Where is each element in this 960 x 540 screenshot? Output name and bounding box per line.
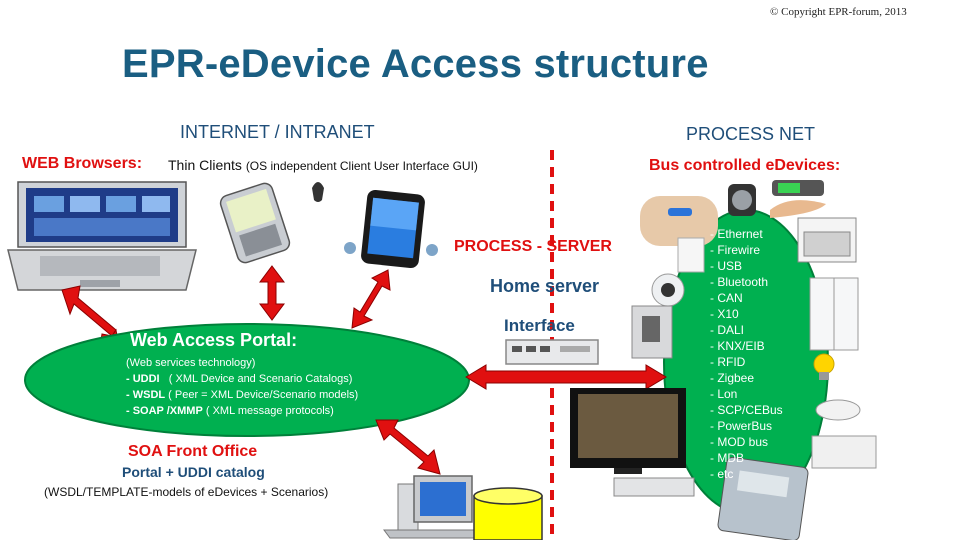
list-item: - Lon [710, 387, 738, 401]
thin-clients-detail: (OS independent Client User Interface GU… [245, 159, 478, 173]
list-item: - USB [710, 259, 743, 273]
radiator-icon [811, 435, 877, 469]
portal-subtitle: (Web services technology) [126, 357, 256, 369]
portal-line-key: - WSDL [126, 389, 166, 401]
tablet-icon [344, 189, 438, 269]
database-icon [473, 487, 543, 540]
list-item: - MOD bus [710, 435, 769, 449]
thermostat-icon [677, 237, 705, 273]
list-item: - RFID [710, 355, 746, 369]
camera-icon [651, 273, 685, 307]
portal-line-soap: - SOAP /XMMP ( XML message protocols) [126, 403, 358, 419]
interface-label: Interface [504, 316, 575, 335]
list-item: - etc [710, 467, 734, 481]
soa-front-office-label: SOA Front Office [128, 443, 258, 460]
page-title: EPR-eDevice Access structure [122, 42, 709, 86]
thin-clients-line: Thin Clients (OS independent Client User… [168, 157, 478, 173]
internet-header: INTERNET / INTRANET [180, 122, 375, 142]
wsdl-template-label: (WSDL/TEMPLATE-models of eDevices + Scen… [44, 485, 329, 499]
bulb-icon [813, 353, 835, 380]
smoke-detector-icon [815, 399, 861, 421]
arrow-phone-portal [259, 265, 285, 321]
bus-devices-label: Bus controlled eDevices: [649, 157, 841, 174]
fridge-icon [809, 277, 859, 351]
list-item: - Bluetooth [710, 275, 769, 289]
list-item: - Zigbee [710, 371, 755, 385]
meter-icon [717, 456, 809, 540]
smartphone-icon [219, 182, 291, 264]
process-net-header: PROCESS NET [686, 124, 816, 144]
oven-icon [797, 217, 857, 263]
arrow-portal-server [375, 419, 441, 475]
watch-icon [728, 184, 756, 216]
copyright-text: © Copyright EPR-forum, 2013 [770, 6, 907, 18]
dvd-player-icon [613, 477, 695, 497]
list-item: - CAN [710, 291, 743, 305]
home-server-label: Home server [490, 276, 600, 296]
door-lock-icon [631, 305, 673, 359]
bus-protocol-list: - Ethernet - Firewire - USB - Bluetooth … [710, 226, 783, 482]
remote-hand-icon [770, 180, 826, 218]
home-server-icon [505, 339, 599, 365]
list-item: - X10 [710, 307, 739, 321]
web-browsers-label: WEB Browsers: [22, 155, 143, 172]
portal-line-text: ( Peer = XML Device/Scenario models) [168, 389, 359, 401]
arrow-tablet-portal [351, 269, 391, 329]
list-item: - MDB [710, 451, 744, 465]
web-browsers-line: WEB Browsers: [22, 155, 142, 173]
process-server-label: PROCESS - SERVER [454, 238, 612, 255]
tv-icon [570, 388, 686, 474]
list-item: - Ethernet [710, 227, 763, 241]
web-access-portal-ellipse [24, 323, 470, 437]
portal-line-wsdl: - WSDL ( Peer = XML Device/Scenario mode… [126, 387, 358, 403]
portal-uddi-label: Portal + UDDI catalog [122, 464, 265, 480]
soa-server-icon [383, 475, 481, 539]
portal-line-uddi: - UDDI ( XML Device and Scenario Catalog… [126, 371, 358, 387]
laptop-icon [7, 181, 197, 291]
headset-icon [312, 182, 324, 202]
list-item: - KNX/EIB [710, 339, 765, 353]
arrow-portal-processnet [465, 364, 667, 390]
thin-clients-label: Thin Clients [168, 157, 242, 173]
portal-line-key: - SOAP /XMMP [126, 405, 203, 417]
portal-line-text: ( XML Device and Scenario Catalogs) [168, 373, 353, 385]
portal-title: Web Access Portal: [130, 330, 298, 350]
list-item: - SCP/CEBus [710, 403, 783, 417]
portal-body: (Web services technology) - UDDI ( XML D… [126, 355, 358, 419]
list-item: - DALI [710, 323, 745, 337]
portal-line-key: - UDDI [126, 373, 160, 385]
portal-line-text: ( XML message protocols) [205, 405, 334, 417]
list-item: - Firewire [710, 243, 760, 257]
list-item: - PowerBus [710, 419, 773, 433]
body-sensor-icon [640, 196, 718, 246]
